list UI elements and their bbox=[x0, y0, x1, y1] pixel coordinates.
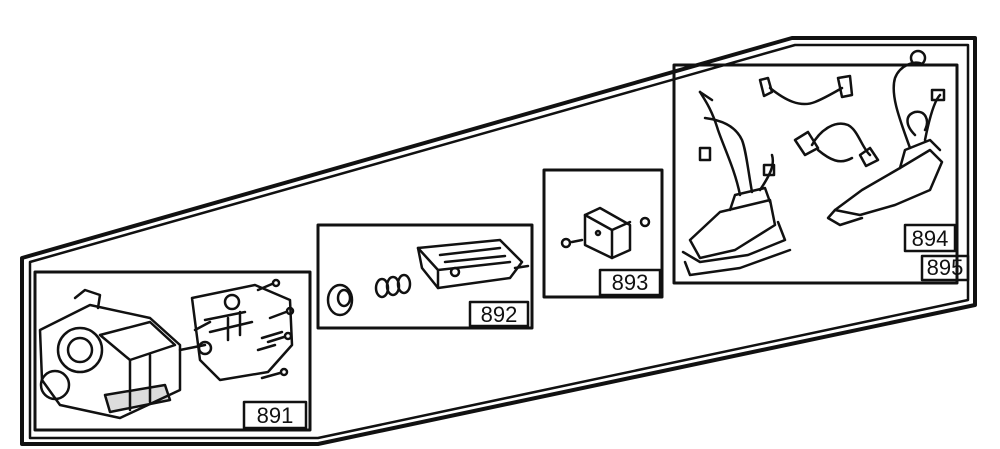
part-box-892: 892 bbox=[316, 223, 534, 330]
part-number-893: 893 bbox=[612, 270, 649, 295]
part-box-891: 891 bbox=[33, 270, 312, 432]
part-box-894: 894 bbox=[672, 49, 959, 285]
switch-drawing bbox=[326, 238, 530, 317]
assembly-label-895: 895 bbox=[920, 254, 970, 282]
motor-drawing bbox=[38, 278, 295, 420]
assembly-outline bbox=[20, 36, 977, 446]
relay-drawing bbox=[560, 206, 651, 260]
part-number-894: 894 bbox=[912, 226, 949, 251]
part-number-891: 891 bbox=[257, 403, 294, 428]
wiring-harness-drawing bbox=[681, 49, 946, 277]
part-box-893: 893 bbox=[542, 168, 664, 299]
part-number-895: 895 bbox=[927, 255, 964, 280]
part-number-892: 892 bbox=[481, 302, 518, 327]
